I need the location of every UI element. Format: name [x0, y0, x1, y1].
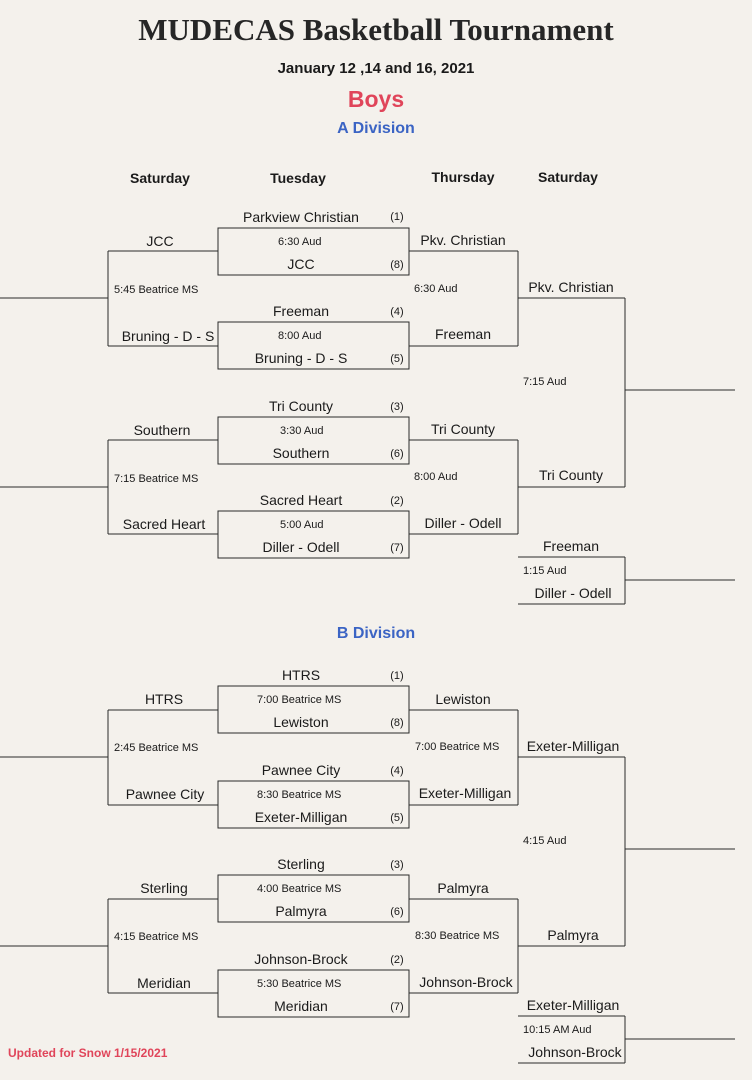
a-thu1-top-team: Pkv. Christian — [420, 232, 506, 248]
a-g4-bottom-team: Diller - Odell — [262, 539, 340, 555]
b-g2-top-team: Pawnee City — [261, 762, 341, 778]
b-g3-bottom-seed: (6) — [390, 906, 404, 918]
a-sat2-top-team: Southern — [133, 422, 191, 438]
b-g1-top-seed: (1) — [390, 670, 404, 682]
b-sat2-top-team: Sterling — [140, 880, 188, 896]
b-g4-top-seed: (2) — [390, 954, 404, 966]
a-consolation-bottom-team: Diller - Odell — [534, 585, 612, 601]
b-g3-time: 4:00 Beatrice MS — [257, 883, 342, 895]
a-thu2-top-team: Tri County — [430, 421, 496, 437]
b-division-heading: B Division — [336, 625, 416, 642]
b-g4-time: 5:30 Beatrice MS — [257, 978, 342, 990]
b-thu2-time: 8:30 Beatrice MS — [415, 930, 500, 942]
a-thu1-bottom-team: Freeman — [434, 326, 492, 342]
b-consolation-time: 10:15 AM Aud — [523, 1024, 592, 1036]
gender-heading: Boys — [347, 86, 405, 112]
a-g1-time: 6:30 Aud — [278, 236, 322, 248]
b-g3-top-seed: (3) — [390, 859, 404, 871]
a-final-bottom-team: Tri County — [538, 467, 604, 483]
b-g2-bottom-team: Exeter-Milligan — [254, 809, 348, 825]
b-sat1-top-team: HTRS — [144, 691, 184, 707]
a-final-top-team: Pkv. Christian — [528, 279, 614, 295]
a-g3-bottom-seed: (6) — [390, 448, 404, 460]
a-g2-top-seed: (4) — [390, 306, 404, 318]
a-g3-top-team: Tri County — [268, 398, 334, 414]
b-g2-time: 8:30 Beatrice MS — [257, 789, 342, 801]
a-g4-top-seed: (2) — [390, 495, 404, 507]
a-thu2-time: 8:00 Aud — [414, 471, 458, 483]
b-thu1-bottom-team: Exeter-Milligan — [418, 785, 512, 801]
page-title: MUDECAS Basketball Tournament — [138, 12, 614, 47]
day-header-thursday: Thursday — [431, 169, 495, 185]
a-sat1-top-team: JCC — [146, 233, 174, 249]
day-header-tuesday: Tuesday — [270, 170, 326, 186]
a-g3-top-seed: (3) — [390, 401, 404, 413]
a-g3-bottom-team: Southern — [272, 445, 330, 461]
b-g1-bottom-team: Lewiston — [273, 714, 329, 730]
b-g1-top-team: HTRS — [281, 667, 321, 683]
b-g4-top-team: Johnson-Brock — [254, 951, 348, 967]
a-g4-time: 5:00 Aud — [280, 519, 324, 531]
a-g2-bottom-team: Bruning - D - S — [254, 350, 348, 366]
b-final-time: 4:15 Aud — [523, 835, 567, 847]
a-g3-time: 3:30 Aud — [280, 425, 324, 437]
update-note: Updated for Snow 1/15/2021 — [8, 1046, 168, 1060]
a-sat1-time: 5:45 Beatrice MS — [114, 284, 199, 296]
day-header-saturday-1: Saturday — [130, 170, 190, 186]
b-g3-bottom-team: Palmyra — [275, 903, 327, 919]
a-final-time: 7:15 Aud — [523, 376, 567, 388]
b-g1-bottom-seed: (8) — [390, 717, 404, 729]
b-g2-bottom-seed: (5) — [390, 812, 404, 824]
b-sat1-time: 2:45 Beatrice MS — [114, 742, 199, 754]
b-g4-bottom-seed: (7) — [390, 1001, 404, 1013]
a-g2-bottom-seed: (5) — [390, 353, 404, 365]
a-g1-top-seed: (1) — [390, 211, 404, 223]
a-consolation-time: 1:15 Aud — [523, 565, 567, 577]
a-g1-bottom-team: JCC — [287, 256, 315, 272]
tournament-dates: January 12 ,14 and 16, 2021 — [277, 60, 475, 77]
b-thu1-top-team: Lewiston — [435, 691, 491, 707]
b-g1-time: 7:00 Beatrice MS — [257, 694, 342, 706]
a-g2-top-team: Freeman — [272, 303, 330, 319]
b-thu1-time: 7:00 Beatrice MS — [415, 741, 500, 753]
a-g1-bottom-seed: (8) — [390, 259, 404, 271]
a-g1-top-team: Parkview Christian — [243, 209, 359, 225]
a-consolation-top-team: Freeman — [542, 538, 600, 554]
b-g4-bottom-team: Meridian — [274, 998, 328, 1014]
a-division-heading: A Division — [337, 120, 415, 137]
b-thu2-top-team: Palmyra — [437, 880, 489, 896]
day-header-saturday-2: Saturday — [538, 169, 598, 185]
b-final-bottom-team: Palmyra — [547, 927, 599, 943]
a-sat2-time: 7:15 Beatrice MS — [114, 473, 199, 485]
a-sat1-bottom-team: Bruning - D - S — [121, 328, 215, 344]
b-sat2-time: 4:15 Beatrice MS — [114, 931, 199, 943]
a-thu1-time: 6:30 Aud — [414, 283, 458, 295]
b-consolation-bottom-team: Johnson-Brock — [528, 1044, 622, 1060]
b-final-top-team: Exeter-Milligan — [526, 738, 620, 754]
b-thu2-bottom-team: Johnson-Brock — [419, 974, 513, 990]
a-g4-bottom-seed: (7) — [390, 542, 404, 554]
b-sat1-bottom-team: Pawnee City — [125, 786, 205, 802]
a-sat2-bottom-team: Sacred Heart — [122, 516, 206, 532]
b-sat2-bottom-team: Meridian — [137, 975, 191, 991]
a-g2-time: 8:00 Aud — [278, 330, 322, 342]
b-g2-top-seed: (4) — [390, 765, 404, 777]
a-thu2-bottom-team: Diller - Odell — [424, 515, 502, 531]
b-g3-top-team: Sterling — [277, 856, 325, 872]
b-consolation-top-team: Exeter-Milligan — [526, 997, 620, 1013]
a-g4-top-team: Sacred Heart — [259, 492, 343, 508]
